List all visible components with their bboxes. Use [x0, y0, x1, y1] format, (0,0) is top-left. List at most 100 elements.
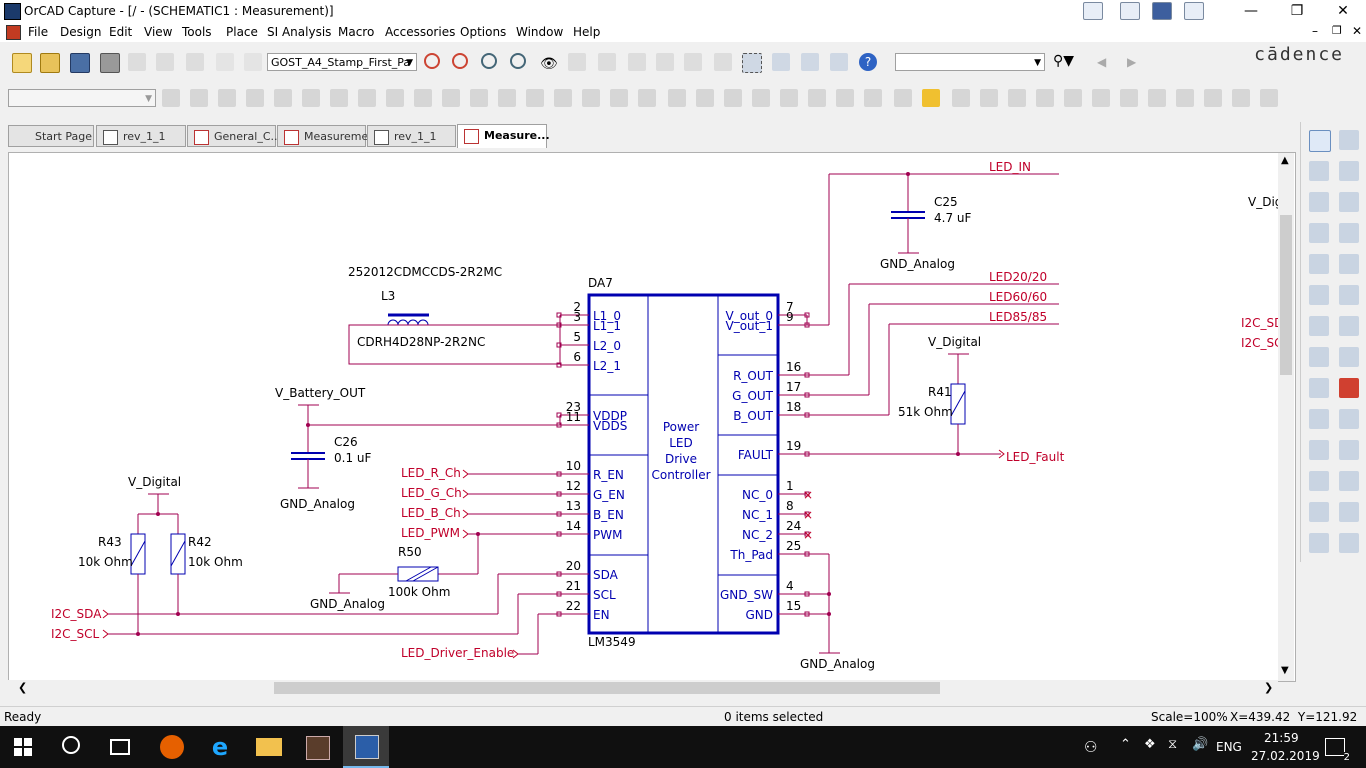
- toolbar-icon[interactable]: [724, 89, 742, 107]
- palette-tool-icon[interactable]: [1339, 254, 1359, 274]
- palette-tool-icon[interactable]: [1339, 378, 1359, 398]
- next-icon[interactable]: ▶: [1127, 55, 1137, 69]
- palette-tool-icon[interactable]: [1309, 316, 1329, 336]
- toolbar-icon[interactable]: [386, 89, 404, 107]
- palette-tool-icon[interactable]: [1309, 130, 1331, 152]
- toolbar-icon[interactable]: [1064, 89, 1082, 107]
- scroll-up-icon[interactable]: ▲: [1281, 155, 1289, 166]
- toolbar-icon[interactable]: [330, 89, 348, 107]
- open-icon[interactable]: [40, 53, 60, 73]
- wifi-icon[interactable]: ⧖: [1168, 737, 1178, 752]
- doc-restore-button[interactable]: ❐: [1332, 24, 1342, 37]
- palette-tool-icon[interactable]: [1339, 533, 1359, 553]
- cut-icon[interactable]: [128, 53, 146, 71]
- toolbar-icon[interactable]: [414, 89, 432, 107]
- toolbar-icon[interactable]: [952, 89, 970, 107]
- toolbar-icon[interactable]: [864, 89, 882, 107]
- palette-tool-icon[interactable]: [1309, 254, 1329, 274]
- task-view-icon[interactable]: [110, 739, 130, 755]
- menu-si-analysis[interactable]: SI Analysis: [267, 25, 332, 39]
- restore-toolbar-icon[interactable]: [1083, 2, 1103, 20]
- toolbar-icon[interactable]: [1232, 89, 1250, 107]
- palette-tool-icon[interactable]: [1309, 409, 1329, 429]
- tab-rev-1-1-second[interactable]: rev_1_1: [367, 125, 456, 147]
- tab-general[interactable]: General_C...: [187, 125, 281, 147]
- doc-close-button[interactable]: ✕: [1352, 24, 1363, 38]
- tab-start-page[interactable]: Start Page: [8, 125, 94, 147]
- horizontal-scrollbar[interactable]: ❮ ❯: [8, 680, 1278, 696]
- binoculars-icon[interactable]: ⚲▼: [1053, 53, 1075, 69]
- palette-tool-icon[interactable]: [1339, 285, 1359, 305]
- search-icon[interactable]: [62, 736, 80, 754]
- toolbar-icon[interactable]: [442, 89, 460, 107]
- palette-tool-icon[interactable]: [1339, 223, 1359, 243]
- menu-view[interactable]: View: [144, 25, 173, 39]
- minimize-button[interactable]: —: [1244, 3, 1258, 19]
- people-icon[interactable]: ⚇: [1084, 738, 1098, 756]
- menu-macro[interactable]: Macro: [338, 25, 375, 39]
- toolbar-icon[interactable]: [554, 89, 572, 107]
- palette-tool-icon[interactable]: [1309, 192, 1329, 212]
- palette-tool-icon[interactable]: [1339, 347, 1359, 367]
- scroll-down-icon[interactable]: ▼: [1281, 665, 1289, 676]
- dropbox-icon[interactable]: ❖: [1144, 737, 1156, 752]
- file-explorer-icon[interactable]: [256, 738, 282, 756]
- search-select[interactable]: ▼: [895, 53, 1045, 71]
- palette-tool-icon[interactable]: [1309, 223, 1329, 243]
- session-log-icon[interactable]: [1184, 2, 1204, 20]
- zoom-all-icon[interactable]: [510, 53, 526, 69]
- toolbar-icon[interactable]: [1204, 89, 1222, 107]
- toolbar-icon[interactable]: [358, 89, 376, 107]
- toolbar-icon[interactable]: [696, 89, 714, 107]
- palette-tool-icon[interactable]: [1309, 161, 1329, 181]
- zoom-in-icon[interactable]: [424, 53, 440, 69]
- palette-tool-icon[interactable]: [1339, 192, 1359, 212]
- toolbar-icon[interactable]: [582, 89, 600, 107]
- drc-icon[interactable]: [628, 53, 646, 71]
- orcad-taskbar-button[interactable]: [343, 726, 389, 768]
- palette-tool-icon[interactable]: [1309, 471, 1329, 491]
- toolbar-icon[interactable]: [1148, 89, 1166, 107]
- toolbar-icon[interactable]: [218, 89, 236, 107]
- toolbar-icon[interactable]: [1176, 89, 1194, 107]
- maximize-button[interactable]: ❐: [1290, 3, 1304, 19]
- toolbar-icon[interactable]: [274, 89, 292, 107]
- zoom-out-icon[interactable]: [452, 53, 468, 69]
- palette-tool-icon[interactable]: [1339, 502, 1359, 522]
- clock-date[interactable]: 27.02.2019: [1251, 749, 1320, 763]
- ie-icon[interactable]: e: [211, 733, 229, 761]
- volume-icon[interactable]: 🔊: [1192, 737, 1209, 752]
- bom-icon[interactable]: [714, 53, 732, 71]
- scroll-right-icon[interactable]: ❯: [1264, 681, 1274, 694]
- vertical-scroll-thumb[interactable]: [1280, 215, 1292, 375]
- toolbar-icon[interactable]: [668, 89, 686, 107]
- palette-tool-icon[interactable]: [1309, 285, 1329, 305]
- prev-icon[interactable]: ◀: [1097, 55, 1107, 69]
- project-manager-icon[interactable]: [1152, 2, 1172, 20]
- toolbar-icon[interactable]: [638, 89, 656, 107]
- notification-icon[interactable]: 2: [1325, 738, 1350, 763]
- menu-place[interactable]: Place: [226, 25, 258, 39]
- toolbar-icon[interactable]: [302, 89, 320, 107]
- palette-tool-icon[interactable]: [1309, 440, 1329, 460]
- annotate-icon[interactable]: [568, 53, 586, 71]
- horizontal-scroll-thumb[interactable]: [274, 682, 940, 694]
- toolbar-icon[interactable]: [1092, 89, 1110, 107]
- undo-icon[interactable]: [216, 53, 234, 71]
- menu-window[interactable]: Window: [516, 25, 564, 39]
- palette-tool-icon[interactable]: [1339, 409, 1359, 429]
- schematic-drawing[interactable]: DA7 LM3549 Power LED Drive Controller 2L…: [9, 153, 1295, 681]
- palette-tool-icon[interactable]: [1309, 378, 1329, 398]
- redo-icon[interactable]: [244, 53, 262, 71]
- netlist-icon[interactable]: [656, 53, 674, 71]
- tab-measure-active[interactable]: Measure...: [457, 124, 550, 148]
- toolbar-icon[interactable]: [162, 89, 180, 107]
- menu-edit[interactable]: Edit: [109, 25, 133, 39]
- app-icon[interactable]: [4, 3, 21, 20]
- menu-help[interactable]: Help: [573, 25, 601, 39]
- simulation-toolbar-icons[interactable]: [162, 89, 1292, 107]
- toolbar-icon[interactable]: [808, 89, 826, 107]
- toolbar-icon[interactable]: [1260, 89, 1278, 107]
- paste-icon[interactable]: [186, 53, 204, 71]
